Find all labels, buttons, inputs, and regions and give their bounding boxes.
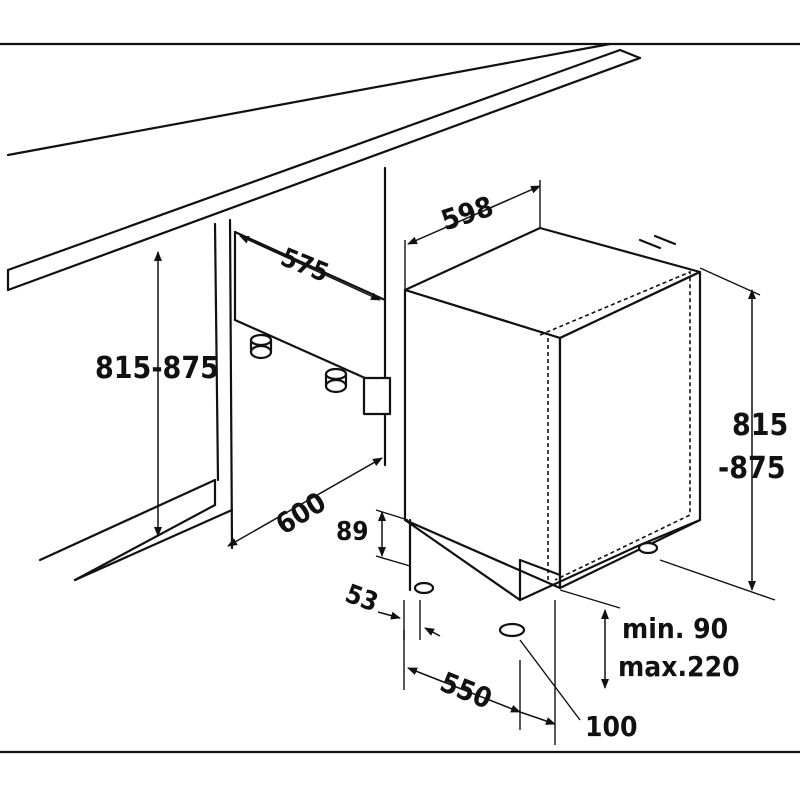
label-rear-clearance: 100: [585, 710, 638, 743]
dishwasher-feet: [408, 518, 659, 638]
label-plinth-height: 89: [336, 517, 369, 547]
label-plinth-range-2: max.220: [618, 650, 740, 683]
label-opening-width: 575: [276, 243, 333, 289]
label-depth: 550: [435, 665, 496, 715]
countertop: [6, 42, 642, 292]
label-appliance-height-2: -875: [718, 451, 786, 486]
label-niche-height: 815-875: [95, 351, 219, 386]
label-niche-depth: 600: [270, 485, 332, 541]
left-cabinet-panel: [38, 218, 234, 582]
dimension-lines: [154, 180, 776, 745]
label-appliance-width: 598: [437, 190, 497, 238]
label-appliance-height-1: 815: [732, 408, 788, 443]
label-plinth-range-1: min. 90: [622, 612, 728, 645]
right-cabinet-panel: [233, 166, 387, 467]
dishwasher-body: [403, 226, 702, 602]
label-foot-offset: 53: [341, 579, 382, 618]
cabinet-feet: [249, 333, 392, 416]
